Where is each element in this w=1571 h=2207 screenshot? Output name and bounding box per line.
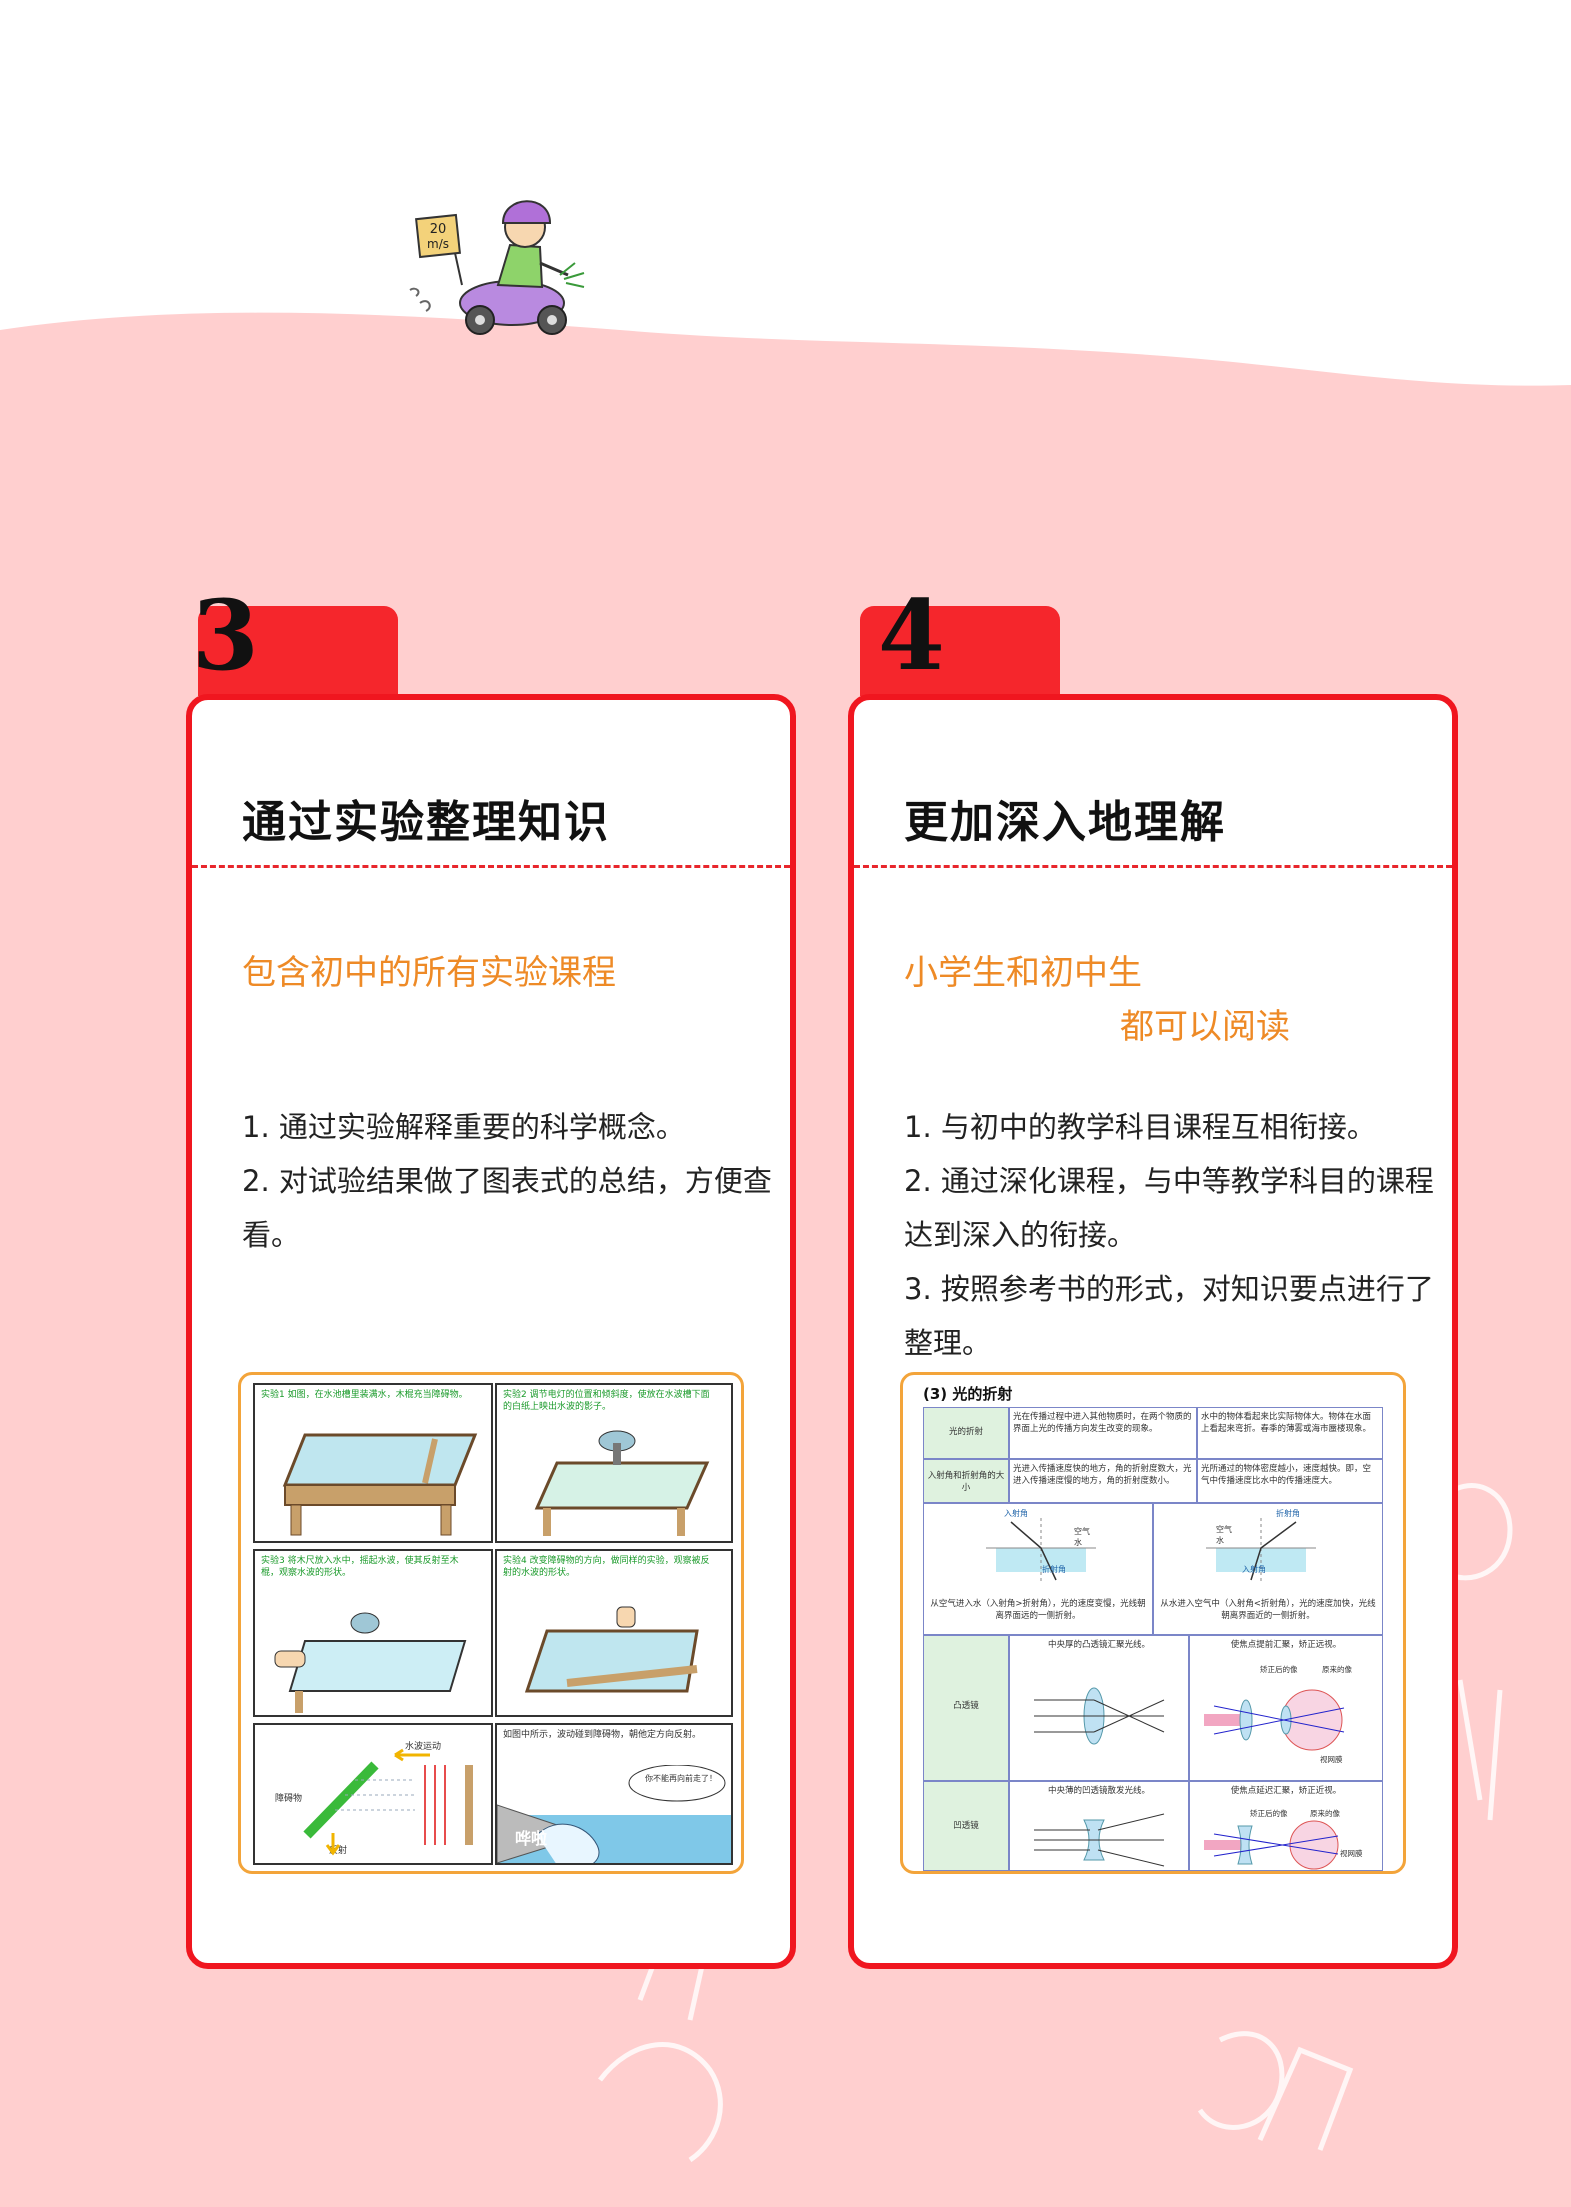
speech-bubble: 你不能再向前走了！: [645, 1774, 717, 1783]
comic-panel: 如图中所示，波动碰到障碍物，朝他定方向反射。 你不能再向前走了！ 哗啦: [495, 1723, 733, 1865]
table-cell: 光在传播过程中进入其他物质时，在两个物质的界面上光的传播方向发生改变的现象。: [1009, 1407, 1197, 1459]
corrected-image-label: 矫正后的像: [1250, 1809, 1288, 1818]
panel-caption: 实验1 如图，在水池槽里装满水，木棍充当障碍物。: [261, 1390, 468, 1400]
water-tank-illustration: [282, 1433, 478, 1536]
air-label: 空气: [1074, 1527, 1090, 1536]
refraction-diagram-water-to-air: 空气 水 折射角 入射角 从水进入空气中（入射角<折射角），光的速度加快，光线朝…: [1153, 1503, 1383, 1635]
card-4-number: 4: [878, 579, 945, 692]
convex-lens-cell: 中央厚的凸透镜汇聚光线。: [1009, 1635, 1189, 1781]
dashed-divider: [192, 865, 790, 868]
experiment-panel-1: 实验1 如图，在水池槽里装满水，木棍充当障碍物。: [253, 1383, 493, 1543]
air-label: 空气: [1216, 1525, 1232, 1534]
lens-caption: 中央厚的凸透镜汇聚光线。: [1047, 1640, 1150, 1650]
table-label-cell: 入射角和折射角的大小: [923, 1459, 1009, 1503]
speed-sign-value: 20: [430, 222, 447, 237]
table-label-cell: 光的折射: [923, 1407, 1009, 1459]
table-cell: 光进入传播速度快的地方，角的折射度数大，光进入传播速度慢的地方，角的折射度数小。: [1009, 1459, 1197, 1503]
obstacle-label: 障碍物: [275, 1794, 303, 1804]
dashed-divider: [854, 865, 1452, 868]
reflection-label: 反射: [329, 1846, 348, 1856]
incidence-angle-label: 入射角: [1242, 1565, 1266, 1574]
concave-lens-cell: 中央薄的凹透镜散发光线。: [1009, 1781, 1189, 1871]
retina-label: 视网膜: [1340, 1849, 1363, 1858]
eye-diagram-convex: [1204, 1689, 1345, 1751]
experiment-panel-2: 实验2 调节电灯的位置和倾斜度，使放在水波槽下面的白纸上映出水波的影子。: [495, 1383, 733, 1543]
retina-label: 视网膜: [1320, 1755, 1343, 1764]
refraction-diagram-air-to-water: 入射角 空气 水 折射角 从空气进入水（入射角>折射角），光的速度变慢，光线朝离…: [923, 1503, 1153, 1635]
original-image-label: 原来的像: [1322, 1665, 1352, 1674]
card-3-tab: [198, 606, 398, 696]
preview-heading: (3) 光的折射: [923, 1385, 1013, 1403]
hyperopia-eye-cell: 使焦点提前汇聚，矫正远视。 矫正后的像 原来的像 视网膜: [1189, 1635, 1383, 1781]
card-subtitle: 包含初中的所有实验课程: [242, 946, 616, 1000]
subtitle-line: 包含初中的所有实验课程: [242, 953, 616, 993]
convex-lens-diagram: [1034, 1687, 1165, 1745]
wave-comic-illustration: [497, 1765, 731, 1863]
table-cell: 水中的物体看起来比实际物体大。物体在水面上看起来弯折。春季的薄雾或海市蜃楼现象。: [1197, 1407, 1383, 1459]
diagram-caption: 从水进入空气中（入射角<折射角），光的速度加快，光线朝离界面近的一侧折射。: [1160, 1599, 1376, 1621]
refraction-angle-label: 折射角: [1276, 1509, 1300, 1518]
experiment-panel-4: 实验4 改变障碍物的方向，做同样的实验，观察被反射的水波的形状。: [495, 1549, 733, 1717]
feature-item: 3. 按照参考书的形式，对知识要点进行了整理。: [904, 1272, 1434, 1360]
card-subtitle: 小学生和初中生 都可以阅读: [904, 946, 1290, 1054]
feature-item: 2. 通过深化课程，与中等教学科目的课程达到深入的衔接。: [904, 1164, 1434, 1252]
feature-list: 1. 与初中的教学科目课程互相衔接。 2. 通过深化课程，与中等教学科目的课程达…: [904, 1100, 1434, 1370]
reflection-diagram: [303, 1748, 473, 1856]
water-label: 水: [1216, 1536, 1224, 1545]
subtitle-line: 小学生和初中生: [904, 953, 1142, 993]
table-label-cell: 凸透镜: [923, 1635, 1009, 1781]
refraction-page-preview: (3) 光的折射 光的折射 光在传播过程中进入其他物质时，在两个物质的界面上光的…: [900, 1372, 1406, 1874]
lens-caption: 使焦点延迟汇聚，矫正近视。: [1230, 1786, 1342, 1796]
feature-item: 1. 通过实验解释重要的科学概念。: [242, 1110, 685, 1144]
table-cell: 光所通过的物体密度越小，速度越快。即，空气中传播速度比水中的传播速度大。: [1197, 1459, 1383, 1503]
feature-item: 1. 与初中的教学科目课程互相衔接。: [904, 1110, 1376, 1144]
incidence-angle-label: 入射角: [1004, 1509, 1028, 1518]
concave-lens-diagram: [1034, 1813, 1165, 1867]
panel-caption: 如图中所示，波动碰到障碍物，朝他定方向反射。: [503, 1730, 702, 1740]
feature-item: 2. 对试验结果做了图表式的总结，方便查看。: [242, 1164, 772, 1252]
experiment-panel-3: 实验3 将木尺放入水中，摇起水波，使其反射至木棍，观察水波的形状。: [253, 1549, 493, 1717]
ruler-wave-illustration: [274, 1612, 467, 1713]
reflection-diagram-panel: 水波运动 障碍物 反射: [253, 1723, 493, 1865]
lens-caption: 中央薄的凹透镜散发光线。: [1047, 1786, 1150, 1796]
obstacle-wave-illustration: [524, 1606, 699, 1693]
wave-motion-label: 水波运动: [405, 1742, 442, 1752]
lamp-tank-illustration: [534, 1430, 710, 1536]
panel-caption: 实验3 将木尺放入水中，摇起水波，使其反射至木棍，观察水波的形状。: [261, 1556, 459, 1578]
speed-sign-unit: m/s: [427, 237, 449, 251]
experiment-page-preview: 实验1 如图，在水池槽里装满水，木棍充当障碍物。 实验2 调节电灯的位置和倾斜度…: [238, 1372, 744, 1874]
top-wave-background: [0, 0, 1571, 386]
myopia-eye-cell: 使焦点延迟汇聚，矫正近视。 矫正后的像 原来的像 视网膜: [1189, 1781, 1383, 1871]
card-title: 更加深入地理解: [904, 797, 1226, 848]
lens-caption: 使焦点提前汇聚，矫正远视。: [1230, 1640, 1342, 1650]
card-title: 通过实验整理知识: [242, 797, 610, 848]
panel-caption: 实验2 调节电灯的位置和倾斜度，使放在水波槽下面的白纸上映出水波的影子。: [503, 1390, 710, 1412]
water-label: 水: [1074, 1538, 1082, 1547]
eye-diagram-concave: [1204, 1820, 1339, 1870]
corrected-image-label: 矫正后的像: [1260, 1665, 1298, 1674]
original-image-label: 原来的像: [1310, 1809, 1340, 1818]
diagram-caption: 从空气进入水（入射角>折射角），光的速度变慢，光线朝离界面远的一侧折射。: [930, 1599, 1146, 1621]
card-experiments: 通过实验整理知识 包含初中的所有实验课程 1. 通过实验解释重要的科学概念。 2…: [186, 694, 796, 1969]
subtitle-line: 都可以阅读: [1120, 1007, 1290, 1047]
panel-caption: 实验4 改变障碍物的方向，做同样的实验，观察被反射的水波的形状。: [503, 1556, 710, 1578]
feature-list: 1. 通过实验解释重要的科学概念。 2. 对试验结果做了图表式的总结，方便查看。: [242, 1100, 772, 1262]
card-4-tab: [860, 606, 1060, 696]
table-label-cell: 凹透镜: [923, 1781, 1009, 1871]
mascot-scooter-illustration: 20 m/s: [409, 200, 585, 335]
card-deeper-understanding: 更加深入地理解 小学生和初中生 都可以阅读 1. 与初中的教学科目课程互相衔接。…: [848, 694, 1458, 1969]
card-3-number: 3: [192, 579, 259, 692]
refraction-angle-label: 折射角: [1042, 1565, 1066, 1574]
sound-effect: 哗啦: [515, 1829, 548, 1848]
